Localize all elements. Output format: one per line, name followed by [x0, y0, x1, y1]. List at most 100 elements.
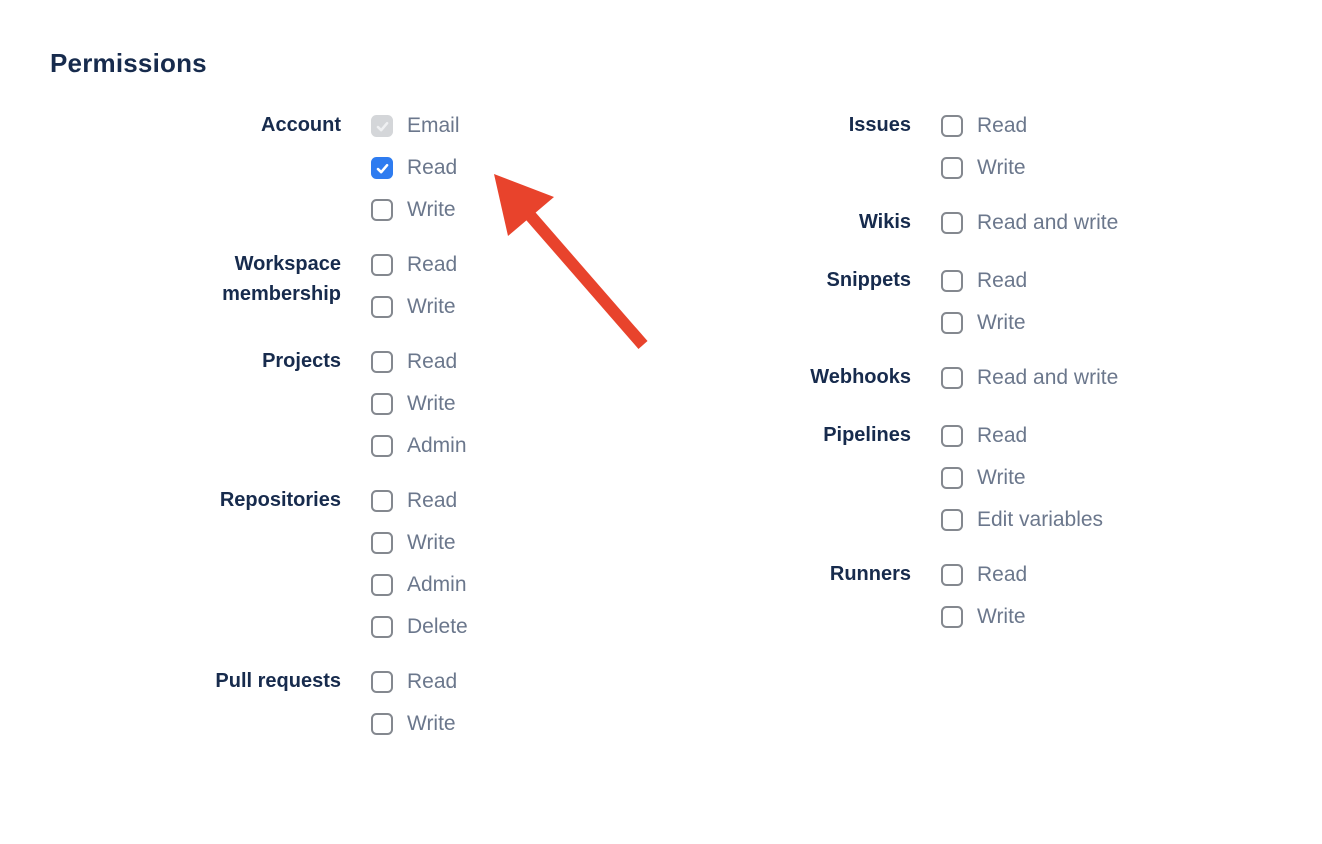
snippets-read-checkbox[interactable]	[941, 270, 963, 292]
option-row-projects-read[interactable]: Read	[371, 350, 467, 373]
issues-write-checkbox[interactable]	[941, 157, 963, 179]
option-label-write: Write	[977, 311, 1026, 334]
option-row-projects-admin[interactable]: Admin	[371, 434, 467, 457]
group-label-text: Snippets	[826, 269, 911, 291]
option-label-write: Write	[407, 295, 456, 318]
option-row-webhooks-read-and-write[interactable]: Read and write	[941, 366, 1118, 389]
option-row-workspace-membership-write[interactable]: Write	[371, 295, 457, 318]
group-label-text: Account	[261, 114, 341, 136]
option-label-admin: Admin	[407, 573, 467, 596]
option-row-account-read[interactable]: Read	[371, 156, 460, 179]
group-label-pipelines: Pipelines	[611, 420, 911, 450]
option-label-read: Read	[407, 350, 458, 373]
option-label-write: Write	[407, 198, 456, 221]
pull-requests-write-checkbox[interactable]	[371, 713, 393, 735]
wikis-read-and-write-checkbox[interactable]	[941, 212, 963, 234]
pipelines-edit-variables-checkbox[interactable]	[941, 509, 963, 531]
group-label-issues: Issues	[611, 110, 911, 140]
option-row-pull-requests-write[interactable]: Write	[371, 712, 457, 735]
repositories-read-checkbox[interactable]	[371, 490, 393, 512]
option-row-issues-write[interactable]: Write	[941, 156, 1027, 179]
repositories-admin-checkbox[interactable]	[371, 574, 393, 596]
option-row-pipelines-edit-variables[interactable]: Edit variables	[941, 508, 1103, 531]
option-row-snippets-write[interactable]: Write	[941, 311, 1027, 334]
option-label-read: Read	[977, 563, 1028, 586]
option-list-wikis: Read and write	[941, 211, 1118, 234]
option-row-account-email[interactable]: Email	[371, 114, 460, 137]
option-label-write: Write	[407, 531, 456, 554]
option-label-read: Read	[407, 156, 458, 179]
option-label-write: Write	[977, 605, 1026, 628]
option-label-delete: Delete	[407, 615, 468, 638]
option-row-account-write[interactable]: Write	[371, 198, 460, 221]
option-row-runners-read[interactable]: Read	[941, 563, 1028, 586]
option-row-repositories-write[interactable]: Write	[371, 531, 468, 554]
group-label-text: Projects	[262, 350, 341, 372]
option-row-pipelines-read[interactable]: Read	[941, 424, 1103, 447]
option-row-projects-write[interactable]: Write	[371, 392, 467, 415]
option-row-wikis-read-and-write[interactable]: Read and write	[941, 211, 1118, 234]
option-label-email: Email	[407, 114, 460, 137]
issues-read-checkbox[interactable]	[941, 115, 963, 137]
option-row-repositories-delete[interactable]: Delete	[371, 615, 468, 638]
projects-write-checkbox[interactable]	[371, 393, 393, 415]
group-label-runners: Runners	[611, 559, 911, 589]
group-label-text: Runners	[829, 563, 911, 585]
option-label-read: Read	[977, 424, 1028, 447]
pipelines-read-checkbox[interactable]	[941, 425, 963, 447]
pull-requests-read-checkbox[interactable]	[371, 671, 393, 693]
option-row-workspace-membership-read[interactable]: Read	[371, 253, 457, 276]
projects-read-checkbox[interactable]	[371, 351, 393, 373]
group-label-workspace-membership: Workspace membership	[50, 249, 341, 309]
option-row-pull-requests-read[interactable]: Read	[371, 670, 458, 693]
group-label-text: Pull requests	[215, 670, 341, 692]
page-title: Permissions	[50, 48, 207, 78]
option-label-admin: Admin	[407, 434, 467, 457]
group-label-repositories: Repositories	[50, 485, 341, 515]
workspace-membership-read-checkbox[interactable]	[371, 254, 393, 276]
option-label-write: Write	[977, 466, 1026, 489]
group-label-text: Webhooks	[810, 366, 911, 388]
repositories-delete-checkbox[interactable]	[371, 616, 393, 638]
group-label-webhooks: Webhooks	[611, 362, 911, 392]
group-label-pull-requests: Pull requests	[50, 666, 341, 696]
account-write-checkbox[interactable]	[371, 199, 393, 221]
option-row-runners-write[interactable]: Write	[941, 605, 1027, 628]
pipelines-write-checkbox[interactable]	[941, 467, 963, 489]
group-label-account: Account	[50, 110, 341, 140]
runners-read-checkbox[interactable]	[941, 564, 963, 586]
option-label-write: Write	[407, 392, 456, 415]
projects-admin-checkbox[interactable]	[371, 435, 393, 457]
option-row-snippets-read[interactable]: Read	[941, 269, 1027, 292]
repositories-write-checkbox[interactable]	[371, 532, 393, 554]
runners-write-checkbox[interactable]	[941, 606, 963, 628]
option-row-repositories-read[interactable]: Read	[371, 489, 468, 512]
account-read-checkbox[interactable]	[371, 157, 393, 179]
option-label-read: Read	[407, 489, 458, 512]
workspace-membership-write-checkbox[interactable]	[371, 296, 393, 318]
option-row-issues-read[interactable]: Read	[941, 114, 1027, 137]
group-label-projects: Projects	[50, 346, 341, 376]
option-row-repositories-admin[interactable]: Admin	[371, 573, 468, 596]
option-label-read: Read	[407, 670, 458, 693]
webhooks-read-and-write-checkbox[interactable]	[941, 367, 963, 389]
option-row-pipelines-write[interactable]: Write	[941, 466, 1103, 489]
snippets-write-checkbox[interactable]	[941, 312, 963, 334]
group-label-wikis: Wikis	[611, 207, 911, 237]
